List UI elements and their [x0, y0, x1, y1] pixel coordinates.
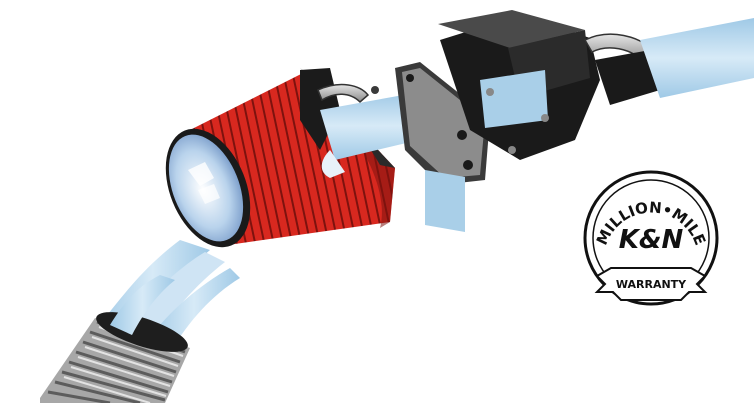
badge-ribbon — [594, 267, 708, 301]
badge-brand-logo: K&N — [619, 225, 684, 255]
airflow-stream-outlet — [640, 18, 754, 98]
warranty-badge: MILLION•MILE K&N WARRANTY — [583, 170, 719, 306]
adapter-plate — [395, 62, 490, 232]
badge-ribbon-text: WARRANTY — [616, 278, 687, 291]
airflow-sensor-housing — [438, 10, 634, 160]
corrugated-hose — [40, 275, 190, 403]
outlet-hose-clamp — [583, 33, 660, 105]
